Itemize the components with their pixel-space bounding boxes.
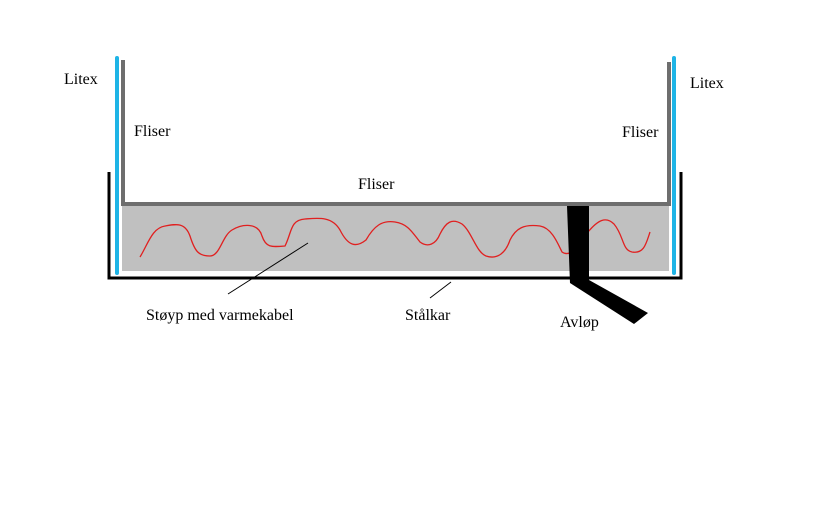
label-stalkar: Stålkar	[405, 307, 451, 324]
drain-pipe	[567, 206, 648, 324]
label-avlop: Avløp	[560, 314, 599, 331]
steel-tray	[107, 172, 683, 280]
label-fliser-right-wall: Fliser	[622, 124, 659, 141]
steel-tray-leader-line	[429, 281, 452, 299]
label-fliser-left-wall: Fliser	[134, 123, 171, 140]
label-stoyp: Støyp med varmekabel	[146, 307, 294, 324]
label-fliser-floor: Fliser	[358, 176, 395, 193]
label-litex-right: Litex	[690, 75, 724, 92]
label-litex-left: Litex	[64, 71, 98, 88]
screed-leader-line	[227, 242, 309, 295]
